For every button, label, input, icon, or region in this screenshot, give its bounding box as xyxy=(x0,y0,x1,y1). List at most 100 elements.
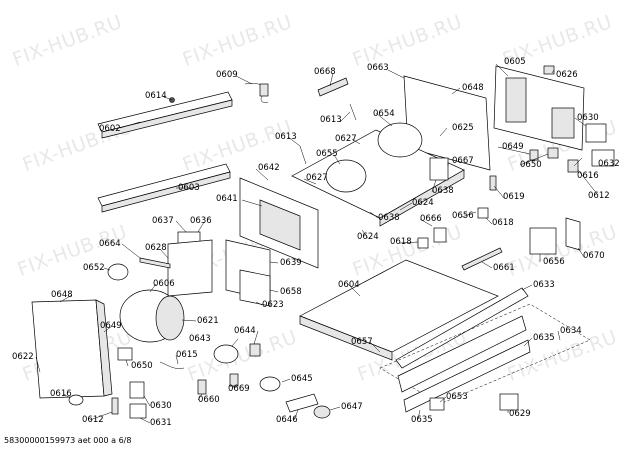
part-0618 xyxy=(477,207,489,219)
part-0649 xyxy=(529,149,539,161)
part-0650b xyxy=(547,147,559,159)
compressor-0655 xyxy=(325,159,367,193)
part-0668 xyxy=(317,77,349,97)
part-0615 xyxy=(159,361,185,369)
part-0643 xyxy=(213,344,239,364)
callout-0613-upper: 0613 xyxy=(320,115,342,125)
callout-0656-lower: 0656 xyxy=(543,257,565,267)
part-0616b xyxy=(567,159,579,173)
callout-0633: 0633 xyxy=(533,280,555,290)
callout-0612-left: 0612 xyxy=(82,415,104,425)
callout-0648-left: 0648 xyxy=(51,290,73,300)
part-0613 xyxy=(299,145,307,165)
part-0645 xyxy=(259,376,281,392)
callout-0657: 0657 xyxy=(351,337,373,347)
part-0666 xyxy=(433,227,447,243)
callout-0648-top: 0648 xyxy=(462,83,484,93)
callout-0636: 0636 xyxy=(190,216,212,226)
callout-0641: 0641 xyxy=(216,194,238,204)
callout-0656-upper: 0656 xyxy=(452,211,474,221)
callout-0627-lower: 0627 xyxy=(306,173,328,183)
part-0652 xyxy=(107,263,129,281)
callout-0630: 0630 xyxy=(577,113,599,123)
callout-0639: 0639 xyxy=(280,258,302,268)
callout-0627-upper: 0627 xyxy=(335,134,357,144)
part-0612 xyxy=(111,397,119,415)
part-0660 xyxy=(197,379,207,395)
callout-0669: 0669 xyxy=(228,384,250,394)
part-0650 xyxy=(117,347,133,361)
callout-0630-left: 0630 xyxy=(150,401,172,411)
leader-lines xyxy=(35,63,599,424)
part-0632 xyxy=(591,149,615,167)
callout-0650-left: 0650 xyxy=(131,361,153,371)
callout-0653: 0653 xyxy=(446,392,468,402)
callout-0666: 0666 xyxy=(420,214,442,224)
part-0631 xyxy=(129,403,147,419)
callout-0655: 0655 xyxy=(316,149,338,159)
callout-0660: 0660 xyxy=(198,395,220,405)
part-0618b xyxy=(417,237,429,249)
callout-0649-left: 0649 xyxy=(100,321,122,331)
part-0630b xyxy=(129,381,145,399)
callout-0616-right: 0616 xyxy=(577,171,599,181)
callout-0645: 0645 xyxy=(291,374,313,384)
part-0647 xyxy=(313,405,331,419)
callout-0642: 0642 xyxy=(258,163,280,173)
callout-0616-left: 0616 xyxy=(50,389,72,399)
callout-0650-right: 0650 xyxy=(520,160,542,170)
callout-0649-right: 0649 xyxy=(502,142,524,152)
part-0628 xyxy=(167,239,213,297)
callout-0612-right: 0612 xyxy=(588,191,610,201)
callout-0635-right: 0635 xyxy=(533,333,555,343)
part-0603 xyxy=(97,163,231,207)
part-0664 xyxy=(139,257,171,269)
callout-0606: 0606 xyxy=(153,279,175,289)
part-0622 xyxy=(31,299,105,399)
callout-0621: 0621 xyxy=(197,316,219,326)
compressor-0654 xyxy=(377,122,423,158)
callout-0635-left: 0635 xyxy=(411,415,433,425)
callout-0664: 0664 xyxy=(99,239,121,249)
callout-0646: 0646 xyxy=(276,415,298,425)
callout-0628: 0628 xyxy=(145,243,167,253)
document-reference: 58300000159973 aet 000 a 6/8 xyxy=(4,436,132,445)
callout-0658: 0658 xyxy=(280,287,302,297)
part-0616 xyxy=(68,394,84,406)
part-0629 xyxy=(499,393,519,411)
part-0630 xyxy=(585,123,607,143)
part-0658 xyxy=(239,269,271,307)
callout-0619: 0619 xyxy=(503,192,525,202)
callout-0638-left: 0638 xyxy=(378,213,400,223)
callout-0652: 0652 xyxy=(83,263,105,273)
callout-0622: 0622 xyxy=(12,352,34,362)
callout-0613-lower: 0613 xyxy=(275,132,297,142)
callout-0618-upper: 0618 xyxy=(492,218,514,228)
callout-0623: 0623 xyxy=(262,300,284,310)
callout-0663: 0663 xyxy=(367,63,389,73)
callout-0609: 0609 xyxy=(216,70,238,80)
part-0661 xyxy=(461,247,503,271)
part-0626 xyxy=(543,65,555,75)
part-0644 xyxy=(249,343,261,357)
callout-0605: 0605 xyxy=(504,57,526,67)
callout-0654: 0654 xyxy=(373,109,395,119)
callout-0614: 0614 xyxy=(145,91,167,101)
callout-0638-right: 0638 xyxy=(432,186,454,196)
callout-0670: 0670 xyxy=(583,251,605,261)
callout-0602: 0602 xyxy=(99,124,121,134)
part-0619 xyxy=(489,175,497,191)
callout-0624-left: 0624 xyxy=(357,232,379,242)
part-0656 xyxy=(529,227,557,255)
part-0646 xyxy=(285,393,319,413)
callout-0667: 0667 xyxy=(452,156,474,166)
part-0670 xyxy=(565,217,581,251)
callout-0643: 0643 xyxy=(189,334,211,344)
part-0633 xyxy=(395,287,529,369)
callout-0618-lower: 0618 xyxy=(390,237,412,247)
callout-0603: 0603 xyxy=(178,183,200,193)
callout-0632: 0632 xyxy=(598,159,620,169)
callout-0668: 0668 xyxy=(314,67,336,77)
callout-0647: 0647 xyxy=(341,402,363,412)
